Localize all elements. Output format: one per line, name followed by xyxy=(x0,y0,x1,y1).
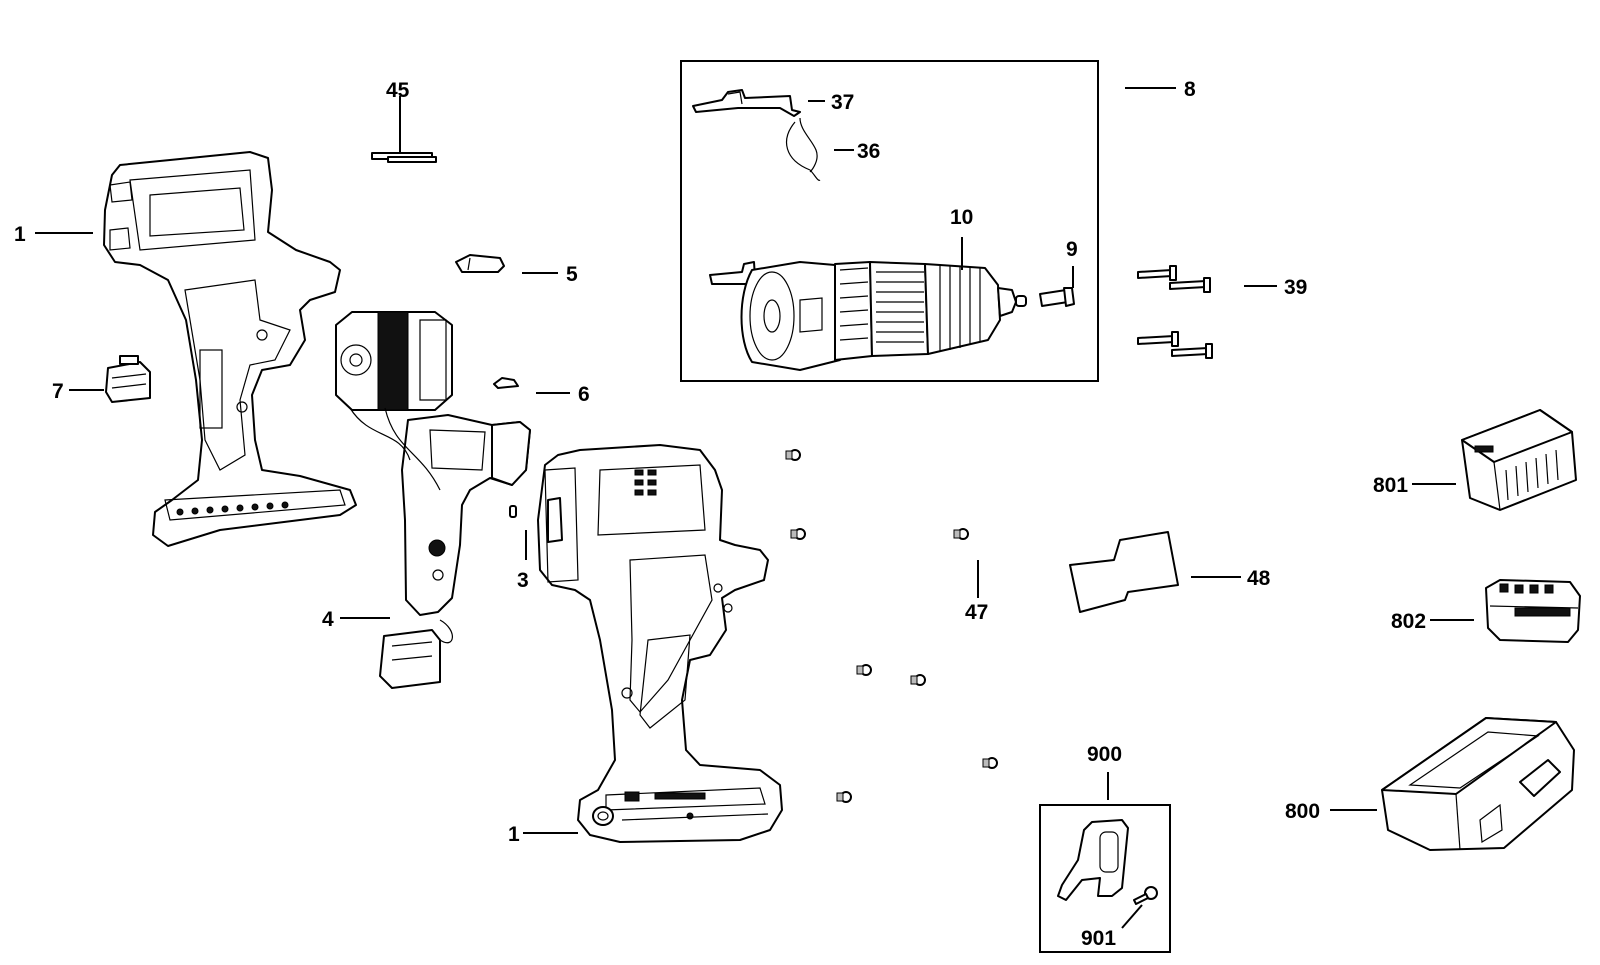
callout-7: 7 xyxy=(52,380,64,403)
leader-lines xyxy=(35,87,1474,929)
part-9-bit xyxy=(1039,287,1075,307)
callout-labels: 1 7 5 6 3 4 45 1 8 37 36 10 9 39 47 48 8… xyxy=(14,78,1426,950)
part-1-right-housing xyxy=(537,444,783,843)
part-48-label xyxy=(1069,531,1179,613)
callout-801: 801 xyxy=(1373,474,1408,497)
callout-3: 3 xyxy=(517,569,529,592)
part-5-button xyxy=(455,254,505,273)
kit-900-box xyxy=(1039,804,1171,953)
callout-9: 9 xyxy=(1066,238,1078,261)
callout-45: 45 xyxy=(386,79,410,102)
part-802-battery xyxy=(1485,579,1581,643)
callout-1-left: 1 xyxy=(14,223,26,246)
callout-802: 802 xyxy=(1391,610,1426,633)
part-800-case xyxy=(1381,717,1575,851)
part-37-shifter xyxy=(692,89,801,117)
assembly-8-box xyxy=(680,60,1099,382)
callout-37: 37 xyxy=(831,91,854,114)
callout-36: 36 xyxy=(857,140,880,163)
callout-6: 6 xyxy=(578,383,590,406)
part-39-screws xyxy=(1137,265,1213,359)
callout-900: 900 xyxy=(1087,743,1122,766)
part-4-motor-switch xyxy=(335,311,531,689)
callout-10: 10 xyxy=(950,206,973,229)
callout-1-right: 1 xyxy=(508,823,520,846)
part-801-battery xyxy=(1461,409,1577,511)
callout-4: 4 xyxy=(322,608,334,631)
part-1-left-housing xyxy=(103,151,357,547)
part-10-transmission xyxy=(709,261,1027,371)
callout-39: 39 xyxy=(1284,276,1307,299)
callout-901: 901 xyxy=(1081,927,1116,950)
part-7-led xyxy=(105,355,151,403)
part-6-spring xyxy=(493,377,519,389)
part-901-clip-screw xyxy=(1133,886,1158,905)
part-900-belt-clip xyxy=(1057,819,1129,901)
callout-5: 5 xyxy=(566,263,578,286)
callout-800: 800 xyxy=(1285,800,1320,823)
part-3-screw xyxy=(509,505,517,518)
part-45-pin xyxy=(371,140,437,163)
callout-8: 8 xyxy=(1184,78,1196,101)
part-47-screws xyxy=(785,449,998,803)
part-36-spring xyxy=(786,117,821,181)
callout-48: 48 xyxy=(1247,567,1271,590)
callout-47: 47 xyxy=(965,601,988,624)
